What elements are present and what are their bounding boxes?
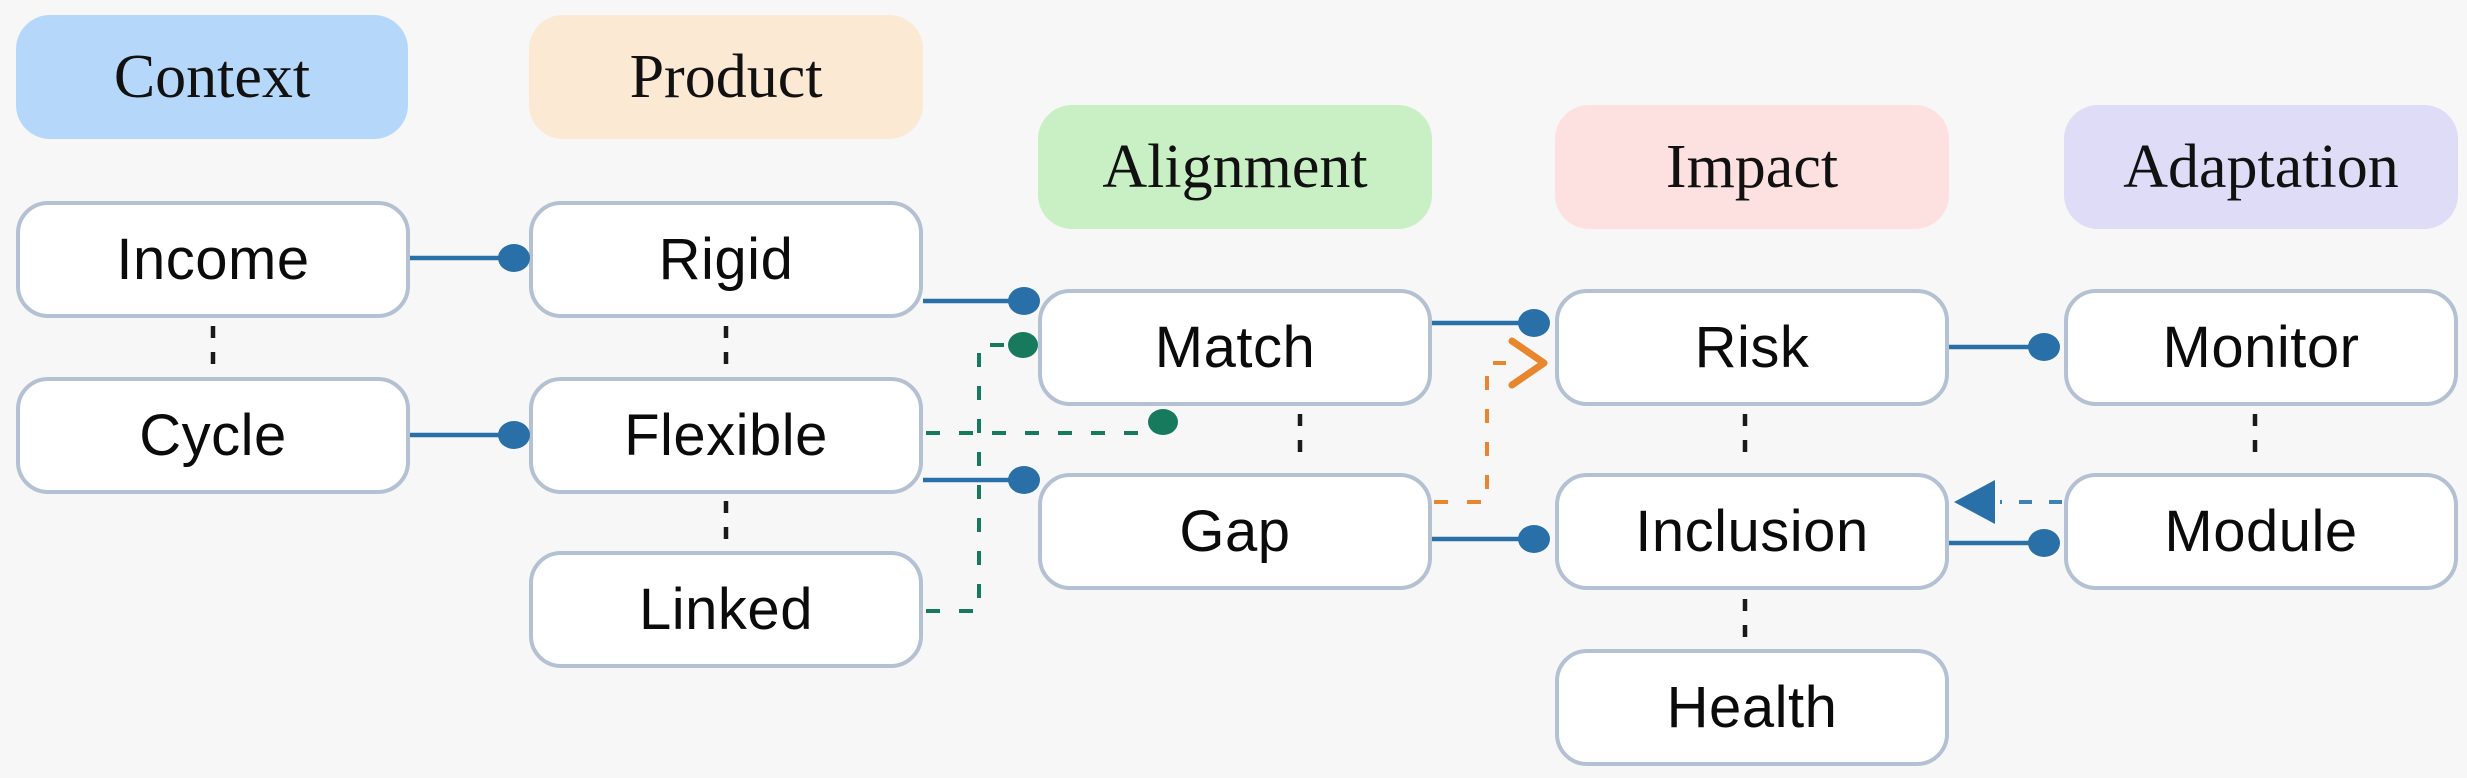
- edge-gap-inclusion: [1432, 525, 1550, 553]
- edge-match-risk: [1432, 309, 1550, 337]
- node-label-module: Module: [2164, 499, 2358, 564]
- header-label-product: Product: [629, 42, 823, 111]
- header-label-context: Context: [113, 42, 311, 111]
- edge-rigid-match: [923, 287, 1040, 315]
- node-monitor: Monitor: [2064, 289, 2458, 406]
- edge-match-risk-dot: [1518, 309, 1550, 337]
- edge-risk-monitor: [1949, 333, 2060, 361]
- node-label-rigid: Rigid: [658, 227, 794, 292]
- header-pill-context: Context: [16, 15, 408, 139]
- edge-income-rigid: [410, 244, 530, 272]
- node-risk: Risk: [1555, 289, 1949, 406]
- node-cycle: Cycle: [16, 377, 410, 494]
- node-label-match: Match: [1154, 315, 1316, 380]
- header-pill-impact: Impact: [1555, 105, 1949, 229]
- edge-linked-match-dot: [1008, 332, 1038, 358]
- node-label-flexible: Flexible: [624, 403, 828, 468]
- node-rigid: Rigid: [529, 201, 923, 318]
- node-label-monitor: Monitor: [2162, 315, 2360, 380]
- edge-income-rigid-dot: [498, 244, 530, 272]
- header-label-alignment: Alignment: [1102, 132, 1368, 201]
- edge-inclusion-module-dot: [2028, 529, 2060, 557]
- header-label-impact: Impact: [1665, 132, 1839, 201]
- node-gap: Gap: [1038, 473, 1432, 590]
- node-module: Module: [2064, 473, 2458, 590]
- node-label-linked: Linked: [639, 577, 813, 642]
- node-label-risk: Risk: [1694, 315, 1810, 380]
- edge-gap-risk-arrowhead: [1508, 337, 1548, 389]
- edge-inclusion-module: [1949, 529, 2060, 557]
- edge-module-inclusion-arrowhead: [1954, 480, 1995, 524]
- node-label-gap: Gap: [1179, 499, 1291, 564]
- node-label-inclusion: Inclusion: [1635, 499, 1869, 564]
- node-label-cycle: Cycle: [139, 403, 287, 468]
- edge-flexible-match-dot: [1148, 409, 1178, 435]
- header-pill-alignment: Alignment: [1038, 105, 1432, 229]
- node-flexible: Flexible: [529, 377, 923, 494]
- node-label-health: Health: [1666, 675, 1838, 740]
- node-label-income: Income: [116, 227, 310, 292]
- edge-cycle-flexible: [410, 421, 530, 449]
- header-pill-adaptation: Adaptation: [2064, 105, 2458, 229]
- edge-flexible-match: [926, 409, 1178, 435]
- node-income: Income: [16, 201, 410, 318]
- edge-risk-monitor-dot: [2028, 333, 2060, 361]
- edge-gap-inclusion-dot: [1518, 525, 1550, 553]
- node-linked: Linked: [529, 551, 923, 668]
- edge-gap-risk: [1434, 337, 1548, 504]
- edge-cycle-flexible-dot: [498, 421, 530, 449]
- node-inclusion: Inclusion: [1555, 473, 1949, 590]
- edge-linked-match: [926, 332, 1038, 613]
- edge-module-inclusion: [1954, 480, 2062, 524]
- header-pill-product: Product: [529, 15, 923, 139]
- node-match: Match: [1038, 289, 1432, 406]
- edge-rigid-match-dot: [1008, 287, 1040, 315]
- edge-flexible-gap-dot: [1008, 466, 1040, 494]
- header-label-adaptation: Adaptation: [2123, 132, 2399, 201]
- edge-flexible-gap: [923, 466, 1040, 494]
- node-health: Health: [1555, 649, 1949, 766]
